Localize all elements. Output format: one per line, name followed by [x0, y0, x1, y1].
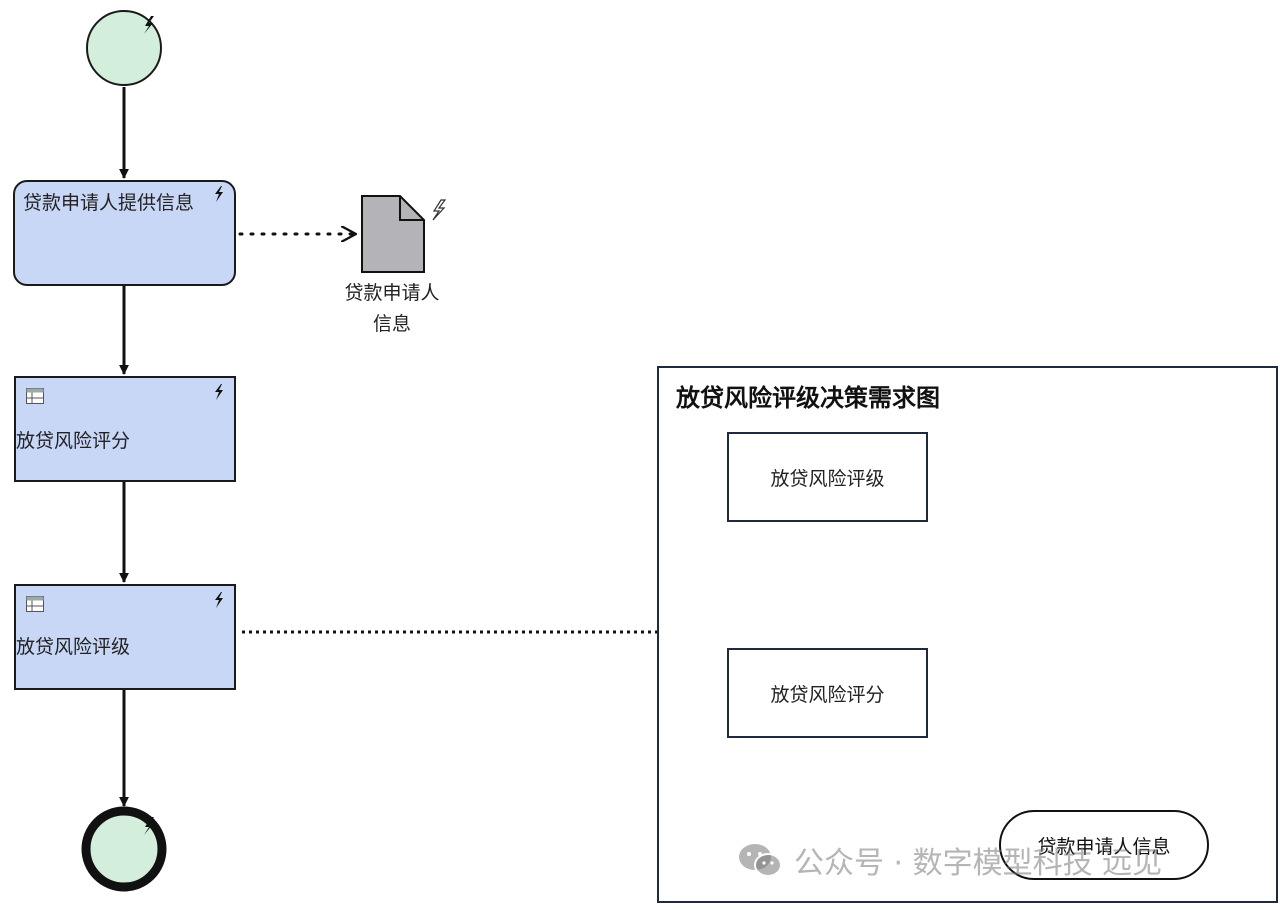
lightning-bolt-icon [215, 186, 223, 202]
watermark-text: 公众号 · 数字模型科技 远见 [794, 846, 1163, 881]
input-data-applicant-info[interactable]: 贷款申请人信息 [999, 810, 1209, 880]
table-icon [26, 596, 44, 612]
data-object-label-line2: 信息 [372, 313, 411, 335]
task-risk-score[interactable]: 放贷风险评分 [14, 376, 236, 482]
wechat-icon [739, 844, 782, 877]
lightning-bolt-icon [215, 592, 223, 608]
data-object-label: 贷款申请人 信息 [326, 278, 458, 340]
task-risk-score-label: 放贷风险评分 [16, 430, 131, 452]
decision-risk-score[interactable]: 放贷风险评分 [727, 648, 928, 738]
start-event[interactable] [86, 10, 162, 86]
task-risk-rating[interactable]: 放贷风险评级 [14, 584, 236, 690]
table-icon [26, 388, 44, 404]
data-object[interactable] [361, 195, 425, 273]
start-event-bolt-icon [144, 16, 154, 34]
watermark: 公众号 · 数字模型科技 远见 [736, 838, 1162, 882]
task-provide-info[interactable]: 贷款申请人提供信息 [13, 180, 236, 286]
task-provide-info-label: 贷款申请人提供信息 [23, 192, 195, 214]
task-risk-rating-label: 放贷风险评级 [16, 636, 131, 658]
lightning-bolt-icon [215, 384, 223, 400]
end-event[interactable] [81, 806, 167, 892]
data-object-fold [399, 196, 424, 221]
data-object-bolt-icon [432, 199, 447, 221]
end-event-bolt-icon [144, 817, 154, 835]
decision-risk-rating[interactable]: 放贷风险评级 [727, 432, 928, 522]
drd-title: 放贷风险评级决策需求图 [676, 383, 940, 412]
data-object-label-line1: 贷款申请人 [344, 282, 440, 304]
